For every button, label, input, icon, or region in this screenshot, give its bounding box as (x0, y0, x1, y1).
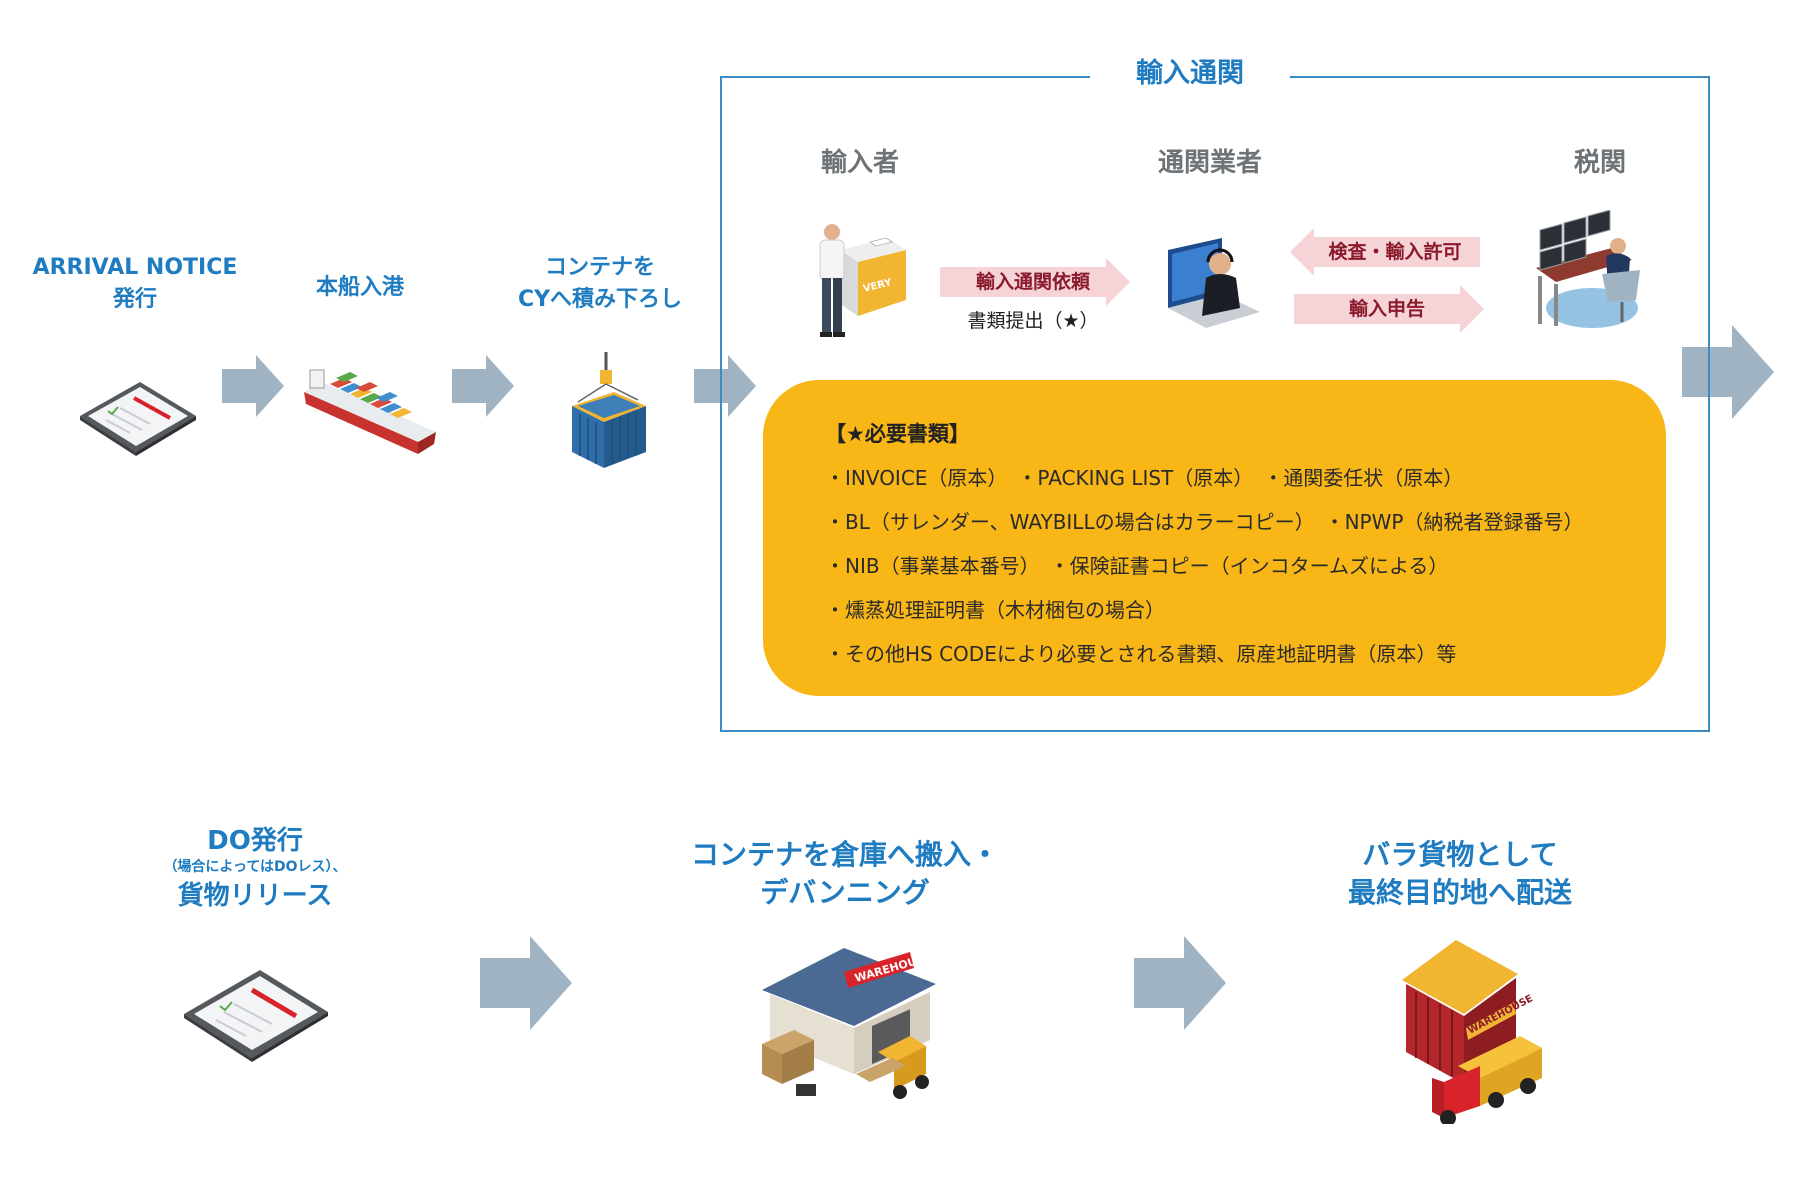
document-line: ・NIB（事業基本番号） ・保険証書コピー（インコタームズによる） (825, 554, 1449, 578)
customs-broker-laptop-icon (1162, 234, 1262, 336)
flow-request-arrow (940, 258, 1130, 310)
required-documents-heading: 【★必要書類】 (825, 422, 970, 446)
importer-desk-icon: VERY (800, 220, 910, 348)
flow-arrow-exit (1682, 325, 1774, 419)
document-line: ・INVOICE（原本） ・PACKING LIST（原本） ・通関委任状（原本… (825, 466, 1464, 490)
step-arrival-notice-label: ARRIVAL NOTICE 発行 (32, 255, 238, 312)
container-ship-icon (300, 362, 440, 462)
flow-arrow-4 (480, 936, 572, 1030)
flow-arrow-2 (452, 355, 514, 417)
flow-inspection-arrow (1290, 228, 1480, 280)
warehouse-truck-icon: WAREHOUSE (1396, 934, 1546, 1128)
step-warehouse-devanning-label: コンテナを倉庫へ搬入・ デバンニング (690, 838, 999, 909)
flow-inspection-label: 検査・輸入許可 (1328, 241, 1462, 263)
flow-declaration-label: 輸入申告 (1348, 298, 1425, 320)
import-customs-title: 輸入通関 (1090, 56, 1290, 92)
customs-officer-monitors-icon (1532, 209, 1652, 338)
flow-request-label: 輸入通関依頼 (975, 271, 1090, 293)
container-crane-icon (566, 352, 650, 474)
warehouse-forklift-icon: WAREHOUSE (760, 944, 940, 1108)
tablet-document-icon (176, 966, 336, 1066)
document-line: ・BL（サレンダー、WAYBILLの場合はカラーコピー） ・NPWP（納税者登録… (825, 510, 1584, 534)
actor-broker-label: 通関業者 (1157, 148, 1262, 178)
flow-arrow-5 (1134, 936, 1226, 1030)
step-final-delivery-label: バラ貨物として 最終目的地へ配送 (1347, 838, 1572, 909)
flow-arrow-1 (222, 355, 284, 417)
step-vessel-arrival-label: 本船入港 (315, 275, 404, 300)
required-documents-panel: 【★必要書類】 ・INVOICE（原本） ・PACKING LIST（原本） ・… (763, 380, 1666, 696)
step-do-release-label: DO発行 （場合によってはDOレス）、 貨物リリース (163, 826, 347, 912)
document-line: ・その他HS CODEにより必要とされる書類、原産地証明書（原本）等 (825, 642, 1457, 666)
flow-request-note: 書類提出（★） (967, 310, 1099, 332)
flow-declaration-arrow (1294, 285, 1484, 337)
actor-importer-label: 輸入者 (820, 148, 899, 178)
actor-customs-label: 税関 (1573, 148, 1626, 178)
flow-arrow-3 (694, 355, 756, 417)
step-container-unloading-label: コンテナを CYへ積み下ろし (517, 255, 683, 312)
tablet-document-icon (72, 378, 202, 460)
document-line: ・燻蒸処理証明書（木材梱包の場合） (825, 598, 1165, 622)
